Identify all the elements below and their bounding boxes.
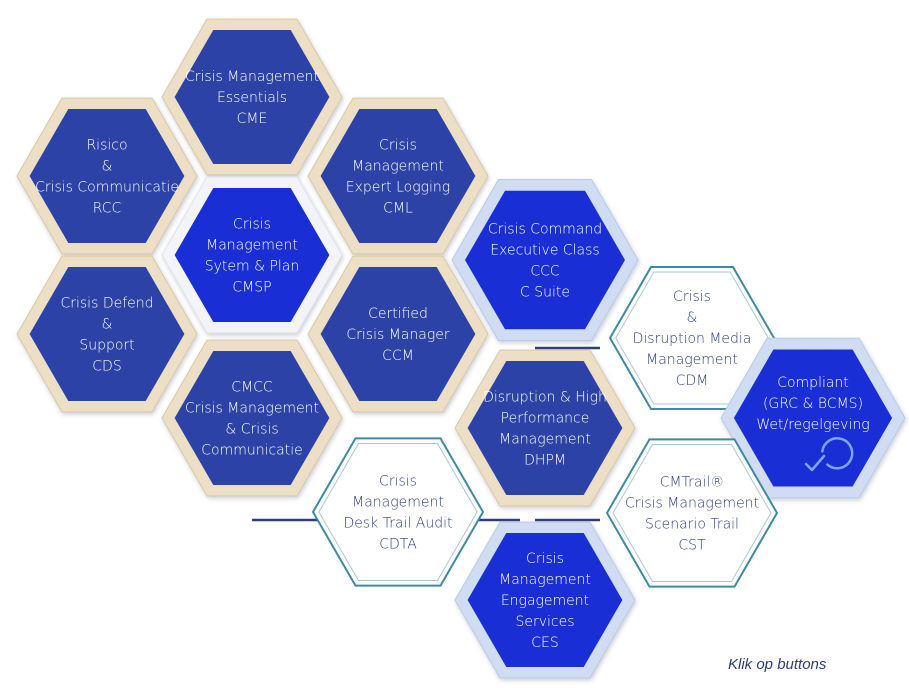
hex-label-line: Crisis Command [488, 222, 602, 238]
hex-label-line: CMCC [231, 380, 273, 396]
hex-label-line: CES [531, 635, 559, 651]
hex-label-line: Crisis [379, 138, 417, 154]
hex-face [320, 109, 476, 243]
hex-face [318, 443, 478, 581]
hex-face [467, 361, 623, 495]
hex-label-line: Scenario Trail [645, 517, 739, 533]
hex-label-line: Crisis Manager [346, 327, 449, 343]
hex-face [174, 188, 330, 322]
hex-label-line: Crisis [379, 474, 417, 490]
hex-label-line: CDTA [379, 537, 417, 553]
hex-face [465, 190, 625, 330]
hex-face [174, 351, 330, 485]
hex-label-line: Management [646, 352, 738, 368]
hex-label-line: Crisis Management [185, 401, 319, 417]
hex-label-line: Disruption Media [633, 331, 752, 347]
hex-label-line: Crisis Communicatie [35, 180, 179, 196]
hex-label-line: Crisis Management [185, 69, 319, 85]
hex-label-line: Executive Class [490, 243, 599, 259]
hex-label-line: Crisis Defend [60, 296, 153, 312]
hex-label-line: Wet/regelgeving [756, 417, 869, 433]
hex-label-line: Performance [501, 411, 590, 427]
hex-label-line: Management [352, 159, 444, 175]
hex-label-line: CCM [382, 348, 414, 364]
hex-label-line: Risico [86, 138, 127, 154]
check-circle-icon [804, 437, 854, 472]
hex-label-line: Crisis [673, 289, 711, 305]
hex-label-line: CDS [92, 359, 121, 375]
hex-label-line: CDM [676, 373, 709, 389]
hex-label-line: Management [499, 572, 591, 588]
hex-label-line: Management [499, 432, 591, 448]
hex-label-line: Engagement [501, 593, 589, 609]
hex-face [174, 30, 330, 164]
hex-label-line: CMSP [232, 280, 271, 296]
hex-button-compliant[interactable]: Compliant (GRC & BCMS) Wet/regelgeving [720, 337, 906, 499]
hex-label-line: Disruption & High [483, 390, 607, 406]
hex-label-line: Desk Trail Audit [343, 516, 452, 532]
hex-label-line: Compliant [777, 375, 849, 391]
hex-label-line: & [687, 310, 698, 326]
hex-label-line: DHPM [524, 453, 566, 469]
hex-face [467, 533, 623, 667]
hex-label-line: Crisis Management [625, 496, 759, 512]
hex-label-line: Crisis [526, 551, 564, 567]
hex-label-line: CME [237, 111, 268, 127]
hex-label-line: Support [79, 338, 134, 354]
hex-label-line: Services [515, 614, 574, 630]
hex-label-line: Certified [368, 306, 428, 322]
hex-label-line: Communicatie [201, 443, 303, 459]
hex-face [612, 444, 772, 582]
hex-face [29, 109, 185, 243]
hex-label-line: Sytem & Plan [205, 259, 300, 275]
hex-label-line: C Suite [520, 285, 570, 301]
hex-label-line: (GRC & BCMS) [763, 396, 863, 412]
hex-label-line: RCC [93, 201, 122, 217]
hex-label-line: CML [383, 201, 413, 217]
hex-label-line: CST [678, 538, 706, 554]
hex-label-line: Management [206, 238, 298, 254]
hex-label-line: Essentials [217, 90, 287, 106]
hex-label-line: & [102, 317, 113, 333]
hex-button-dhpm[interactable]: Disruption & HighPerformanceManagementDH… [454, 349, 636, 507]
hex-label-line: CMTrail® [660, 475, 724, 491]
hex-label-line: & [102, 159, 113, 175]
hex-label-line: Management [352, 495, 444, 511]
hex-face [29, 267, 185, 401]
hex-button-cmcc[interactable]: CMCC Crisis Management & CrisisCommunicati… [161, 339, 343, 497]
instruction-text: Klik op buttons [728, 656, 827, 673]
hex-label-line: Crisis [233, 217, 271, 233]
hex-label-line: & Crisis [225, 422, 278, 438]
hex-face [320, 267, 476, 401]
hex-label-line: Expert Logging [346, 180, 450, 196]
hex-label-line: CCC [530, 264, 560, 280]
